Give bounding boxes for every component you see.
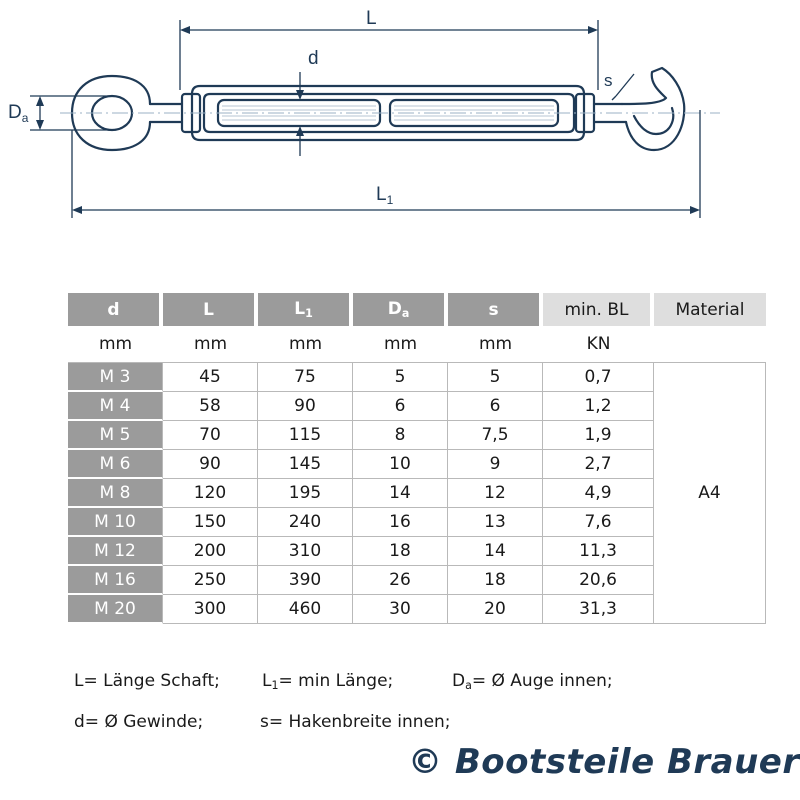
table-cell: 6 xyxy=(448,392,543,421)
thread-size-cell: M 5 xyxy=(68,421,163,450)
table-cell: 150 xyxy=(163,508,258,537)
legend-Da: Da= Ø Auge innen; xyxy=(452,671,613,692)
table-cell: 240 xyxy=(258,508,353,537)
dim-label-d: d xyxy=(308,48,319,69)
table-cell: 310 xyxy=(258,537,353,566)
header-L: L xyxy=(163,293,258,326)
table-cell: 16 xyxy=(353,508,448,537)
table-cell: 0,7 xyxy=(543,362,654,392)
legend-d: d= Ø Gewinde; xyxy=(74,712,204,732)
hook-outline xyxy=(620,66,686,152)
spec-table: d L L1 Da s min. BL Material mm mm mm mm… xyxy=(68,293,766,624)
table-cell: 9 xyxy=(448,450,543,479)
thread-size-cell: M 8 xyxy=(68,479,163,508)
legend-s: s= Hakenbreite innen; xyxy=(260,712,451,732)
table-cell: 460 xyxy=(258,595,353,624)
header-L1: L1 xyxy=(258,293,353,326)
thread-size-cell: M 4 xyxy=(68,392,163,421)
table-cell: 1,9 xyxy=(543,421,654,450)
table-cell: 70 xyxy=(163,421,258,450)
units-row: mm mm mm mm mm KN xyxy=(68,326,766,362)
header-min-bl: min. BL xyxy=(543,293,654,326)
unit-cell: mm xyxy=(478,334,513,354)
dim-label-L1: L1 xyxy=(376,184,394,207)
table-cell: 58 xyxy=(163,392,258,421)
table-cell: 8 xyxy=(353,421,448,450)
table-cell: 7,5 xyxy=(448,421,543,450)
turnbuckle-drawing: L d s Da L1 xyxy=(8,8,720,218)
table-cell: 18 xyxy=(448,566,543,595)
table-cell: 7,6 xyxy=(543,508,654,537)
thread-size-cell: M 6 xyxy=(68,450,163,479)
table-cell: 5 xyxy=(448,362,543,392)
dim-label-Da: Da xyxy=(8,102,29,125)
table-cell: 115 xyxy=(258,421,353,450)
table-cell: 14 xyxy=(353,479,448,508)
table-cell: 195 xyxy=(258,479,353,508)
header-s: s xyxy=(448,293,543,326)
table-cell: 1,2 xyxy=(543,392,654,421)
header-Da: Da xyxy=(353,293,448,326)
material-cell: A4 xyxy=(654,362,766,624)
thread-size-cell: M 16 xyxy=(68,566,163,595)
table-cell: 200 xyxy=(163,537,258,566)
unit-cell: mm xyxy=(98,334,133,354)
table-cell: 12 xyxy=(448,479,543,508)
header-material: Material xyxy=(654,293,766,326)
table-cell: 145 xyxy=(258,450,353,479)
dim-label-L: L xyxy=(366,8,377,29)
table-cell: 20,6 xyxy=(543,566,654,595)
table-cell: 14 xyxy=(448,537,543,566)
legend-L: L= Länge Schaft; xyxy=(74,671,220,691)
table-cell: 13 xyxy=(448,508,543,537)
table-cell: 18 xyxy=(353,537,448,566)
table-cell: 2,7 xyxy=(543,450,654,479)
table-cell: 300 xyxy=(163,595,258,624)
unit-cell: mm xyxy=(383,334,418,354)
table-cell: 31,3 xyxy=(543,595,654,624)
table-cell: 6 xyxy=(353,392,448,421)
thread-size-cell: M 20 xyxy=(68,595,163,624)
legend-L1: L1= min Länge; xyxy=(262,671,394,692)
unit-cell: mm xyxy=(288,334,323,354)
copyright-logo: © Bootsteile Brauer xyxy=(408,742,800,782)
table-cell: 90 xyxy=(163,450,258,479)
header-row: d L L1 Da s min. BL Material xyxy=(68,293,766,326)
table-cell: 120 xyxy=(163,479,258,508)
table-cell: 90 xyxy=(258,392,353,421)
thread-size-cell: M 3 xyxy=(68,362,163,392)
header-d: d xyxy=(68,293,163,326)
table-cell: 30 xyxy=(353,595,448,624)
table-cell: 26 xyxy=(353,566,448,595)
table-cell: 11,3 xyxy=(543,537,654,566)
unit-cell: mm xyxy=(193,334,228,354)
dim-label-s: s xyxy=(604,71,613,90)
thread-lines xyxy=(222,105,554,121)
table-cell: 4,9 xyxy=(543,479,654,508)
table-cell: 45 xyxy=(163,362,258,392)
table-cell: 10 xyxy=(353,450,448,479)
table-cell: 75 xyxy=(258,362,353,392)
thread-size-cell: M 10 xyxy=(68,508,163,537)
table-cell: 20 xyxy=(448,595,543,624)
table-cell: 390 xyxy=(258,566,353,595)
thread-size-cell: M 12 xyxy=(68,537,163,566)
unit-cell xyxy=(654,326,766,362)
table-cell: 250 xyxy=(163,566,258,595)
turnbuckle-body xyxy=(190,84,586,142)
table-cell: 5 xyxy=(353,362,448,392)
unit-cell: KN xyxy=(586,334,611,354)
